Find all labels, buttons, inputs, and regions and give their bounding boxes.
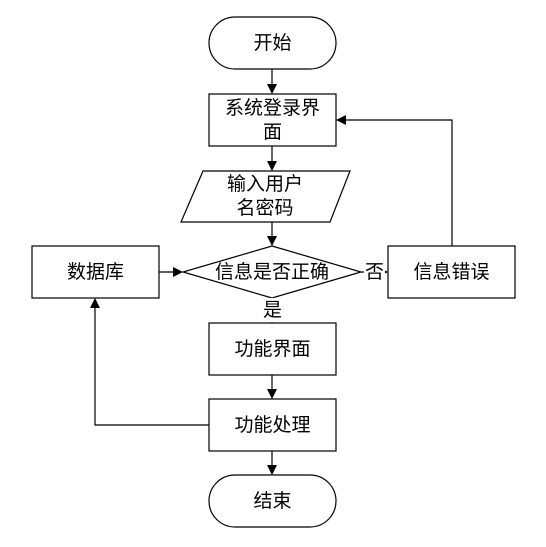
function-ui-label: 功能界面 <box>234 338 311 360</box>
database-label: 数据库 <box>66 261 124 283</box>
database-box <box>31 245 160 299</box>
start-label: 开始 <box>253 32 292 54</box>
input-credentials-label-line1: 输入用户 <box>226 173 303 195</box>
function-process-label: 功能处理 <box>234 414 311 436</box>
login-screen-box <box>208 93 337 147</box>
input-credentials-parallelogram <box>180 170 351 223</box>
arrow-error-to-login <box>336 115 453 246</box>
end-label: 结束 <box>253 490 292 512</box>
arrow-process-to-database <box>90 298 209 426</box>
decision-label: 信息是否正确 <box>214 261 329 283</box>
yes-branch-label: 是 <box>262 298 284 322</box>
login-screen-label-line2: 面 <box>262 121 282 143</box>
end-terminal <box>208 474 337 528</box>
function-ui-box <box>208 322 337 376</box>
info-error-label: 信息错误 <box>413 261 490 283</box>
no-branch-label: 否 <box>364 260 386 284</box>
input-credentials-label-line2: 名密码 <box>236 197 294 219</box>
login-screen-label-line1: 系统登录界 <box>224 97 320 119</box>
info-error-box <box>387 245 516 299</box>
